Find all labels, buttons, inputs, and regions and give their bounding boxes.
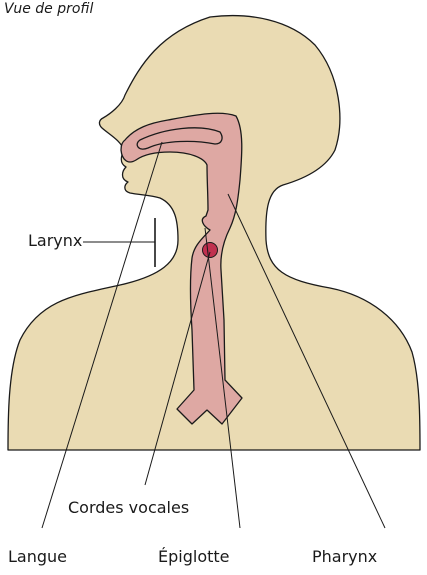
label-epiglotte: Épiglotte [158,549,230,565]
label-cordes-vocales: Cordes vocales [68,500,189,516]
figure-subtitle: Vue de profil [4,2,93,16]
vocal-cords-shape [203,243,218,258]
label-langue: Langue [8,549,67,565]
label-larynx: Larynx [28,233,82,249]
label-pharynx: Pharynx [312,549,377,565]
